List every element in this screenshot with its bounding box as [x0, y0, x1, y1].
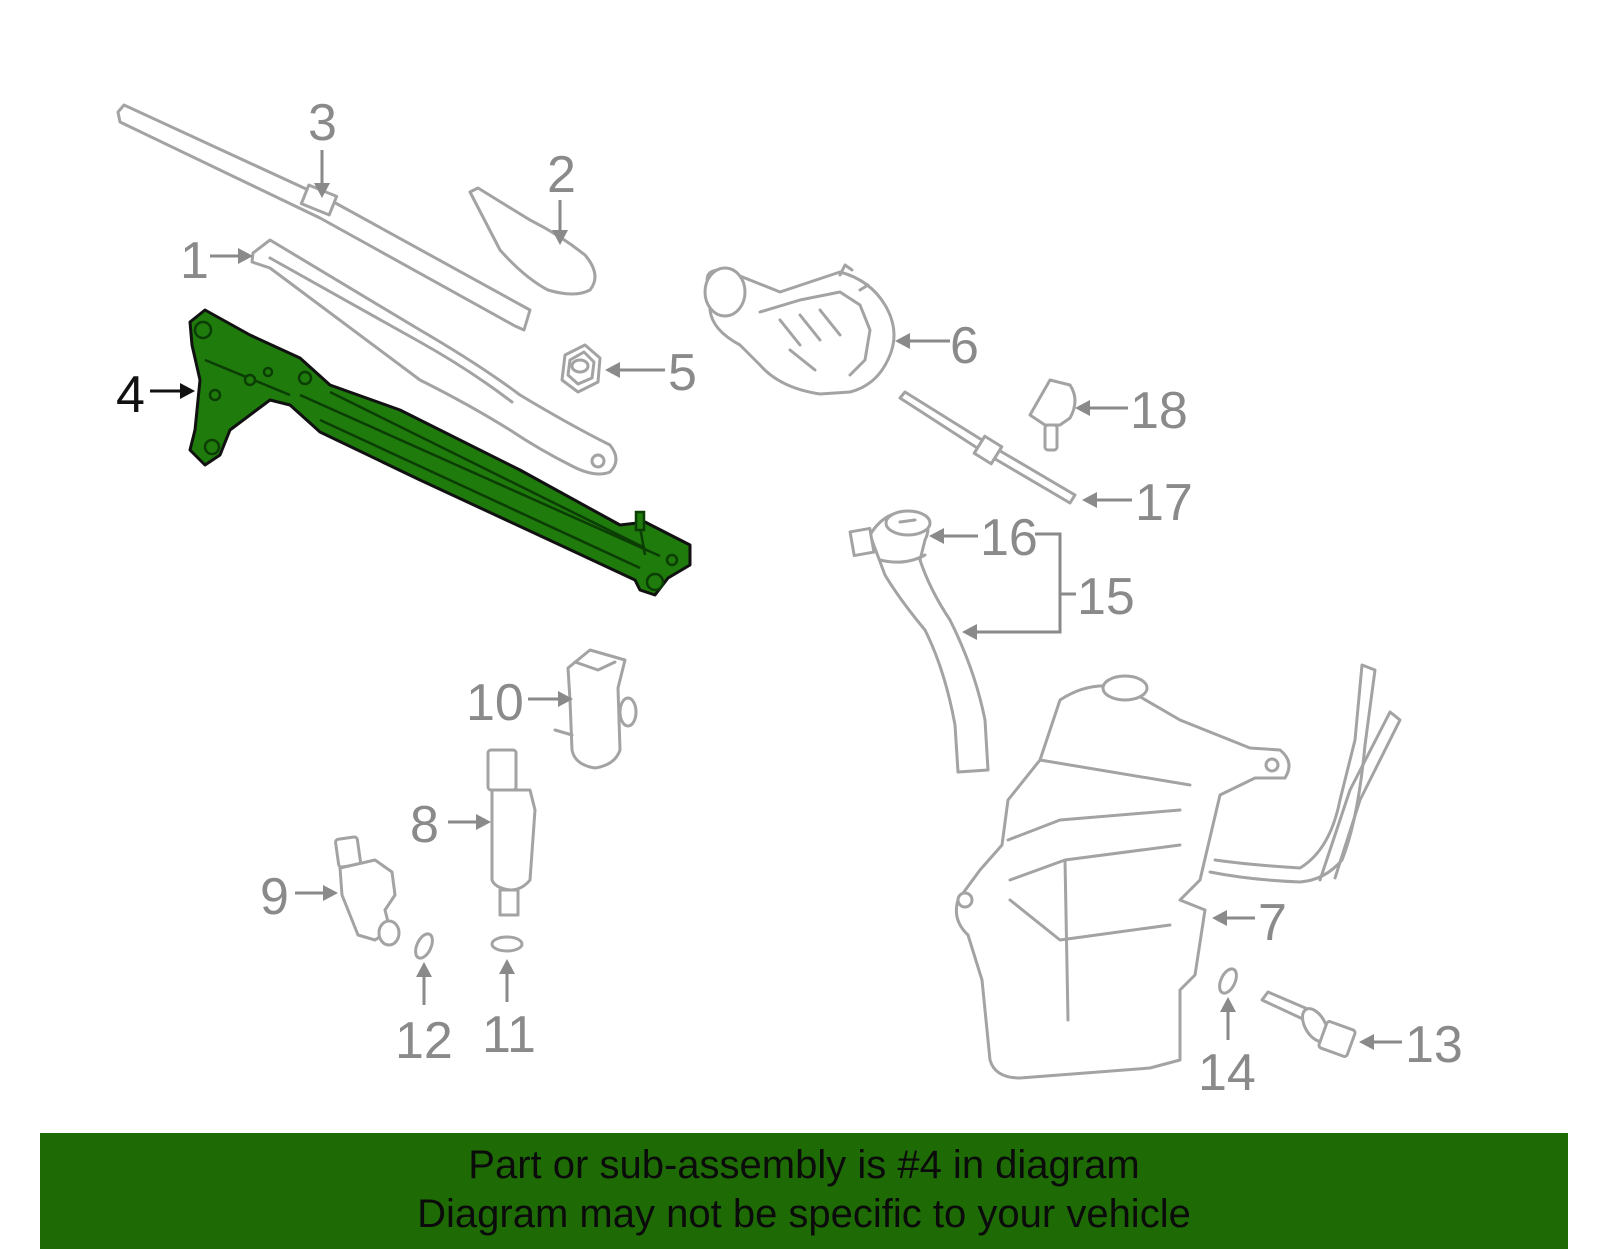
part-4-wiper-linkage[interactable] [188, 308, 692, 597]
callout-10: 10 [466, 674, 524, 732]
part-8-washer-pump[interactable] [486, 748, 537, 917]
callout-9: 9 [260, 868, 289, 926]
callout-6: 6 [950, 317, 979, 375]
callout-labels: 3 2 1 4 5 6 18 17 16 15 10 8 9 7 12 11 1… [116, 94, 1463, 1102]
part-1-wiper-arm[interactable] [250, 238, 618, 476]
leader-lines [150, 150, 1402, 1050]
callout-15: 15 [1077, 568, 1135, 626]
part-12-o-ring[interactable] [412, 931, 436, 960]
part-9-check-valve[interactable] [334, 835, 401, 947]
part-6-wiper-motor[interactable] [703, 263, 896, 396]
part-17-washer-hose[interactable] [898, 390, 1077, 505]
callout-16: 16 [980, 509, 1038, 567]
part-2-wiper-cover[interactable] [468, 186, 597, 296]
callout-1: 1 [180, 232, 209, 290]
callout-11: 11 [482, 1006, 536, 1064]
callout-7: 7 [1258, 894, 1287, 952]
banner-line-1: Part or sub-assembly is #4 in diagram [468, 1143, 1140, 1187]
info-banner: Part or sub-assembly is #4 in diagram Di… [40, 1133, 1568, 1249]
part-5-nut[interactable] [560, 343, 602, 394]
callout-13: 13 [1405, 1016, 1463, 1074]
callout-4: 4 [116, 366, 145, 424]
part-3-wiper-blade[interactable] [116, 103, 532, 332]
callout-17: 17 [1135, 474, 1193, 532]
part-18-washer-nozzle[interactable] [1028, 378, 1077, 452]
part-14-o-ring[interactable] [1216, 966, 1240, 995]
part-10-washer-pump[interactable] [553, 648, 638, 770]
part-15-filler-neck[interactable] [848, 510, 990, 774]
callout-2: 2 [547, 146, 576, 204]
callout-5: 5 [668, 344, 697, 402]
callout-14: 14 [1198, 1044, 1256, 1102]
callout-12: 12 [395, 1012, 453, 1070]
part-16-filler-cap[interactable] [884, 509, 932, 537]
part-13-level-sensor[interactable] [1260, 990, 1357, 1058]
callout-3: 3 [308, 94, 337, 152]
callout-8: 8 [410, 796, 439, 854]
banner-line-2: Diagram may not be specific to your vehi… [417, 1192, 1191, 1236]
part-11-o-ring[interactable] [490, 935, 524, 953]
callout-18: 18 [1130, 382, 1188, 440]
part-7-washer-reservoir[interactable] [954, 663, 1402, 1080]
